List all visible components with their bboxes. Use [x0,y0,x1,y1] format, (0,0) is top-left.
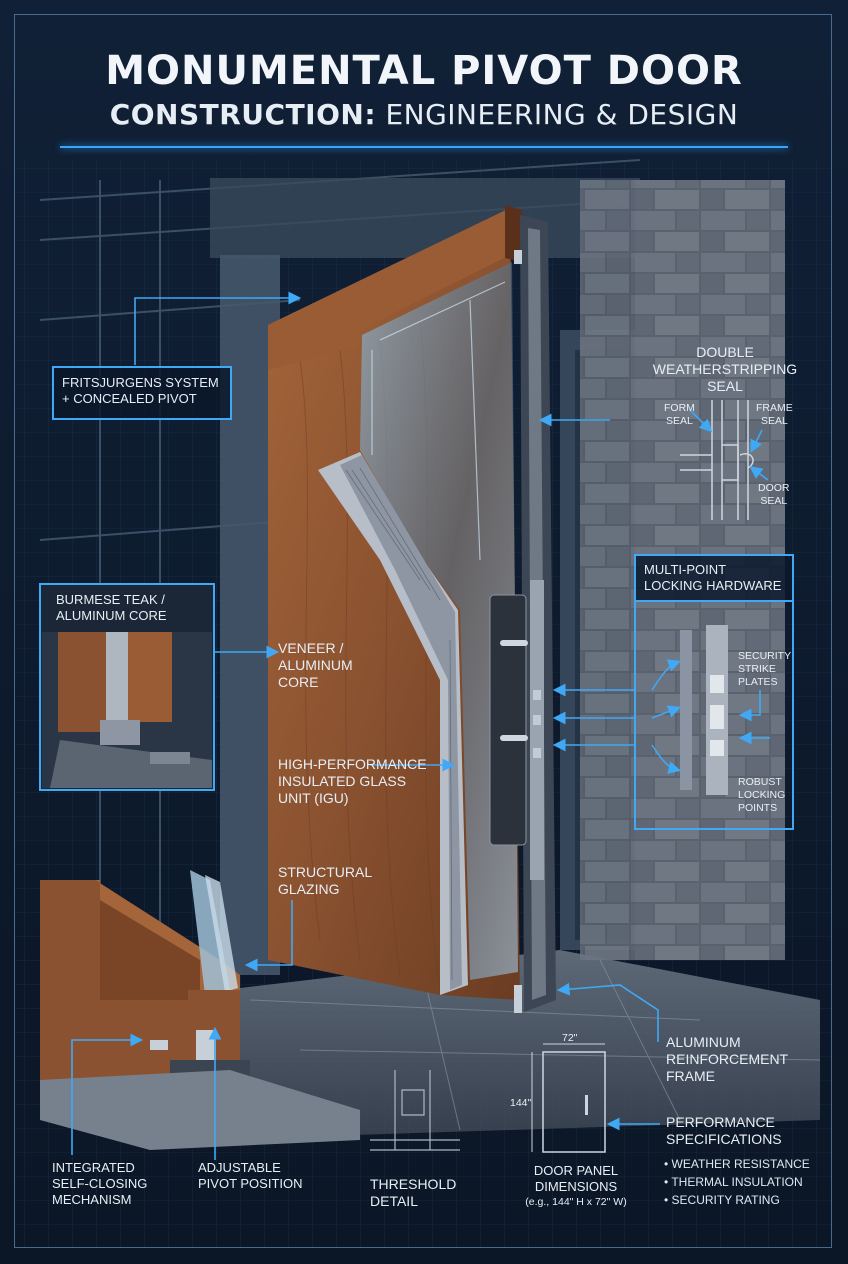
aluminum-frame-label: ALUMINUM REINFORCEMENT FRAME [666,1034,789,1084]
burmese-teak-label: BURMESE TEAK / ALUMINUM CORE [56,592,167,623]
self-closing-label: INTEGRATED SELF-CLOSING MECHANISM [52,1160,148,1207]
performance-list: WEATHER RESISTANCE THERMAL INSULATION SE… [664,1155,810,1209]
performance-item: WEATHER RESISTANCE [664,1155,810,1173]
fritsjurgens-label: FRITSJURGENS SYSTEM + CONCEALED PIVOT [62,375,219,406]
title-underline [60,146,788,148]
performance-item: THERMAL INSULATION [664,1173,810,1191]
locking-detail-drawing [680,625,728,795]
title-line-2-strong: CONSTRUCTION: [109,98,377,131]
strike-plates-label: SECURITY STRIKE PLATES [738,650,792,688]
title-line-2-rest: ENGINEERING & DESIGN [376,98,739,131]
performance-item: SECURITY RATING [664,1191,810,1209]
threshold-label: THRESHOLD DETAIL [370,1176,457,1209]
title-line-1: MONUMENTAL PIVOT DOOR [105,48,743,94]
fritsjurgens-box [52,366,232,420]
panel-dimensions-label: DOOR PANEL DIMENSIONS [533,1163,619,1194]
dimension-height: 144" [510,1097,532,1109]
threshold-drawing [370,1070,460,1151]
weatherstripping-label: DOUBLE WEATHERSTRIPPING SEAL [652,344,798,394]
form-seal-label: FORM SEAL [664,402,695,427]
poster-border [14,14,832,1248]
sill-section-detail [40,870,360,1150]
frame-seal-label: FRAME SEAL [756,402,793,427]
inset-teak-section [39,583,215,791]
locking-detail-box [634,600,794,830]
panel-dimensions-note: (e.g., 144" H x 72" W) [525,1196,627,1208]
multipoint-label: MULTI-POINT LOCKING HARDWARE [644,562,782,593]
panel-dimension-drawing [531,1043,606,1153]
seal-detail-drawing [680,400,754,520]
title-line-2: CONSTRUCTION: ENGINEERING & DESIGN [0,98,848,131]
veneer-label: VENEER / ALUMINUM CORE [278,640,353,690]
dimension-width: 72" [562,1032,578,1044]
performance-label: PERFORMANCE SPECIFICATIONS [666,1114,782,1147]
door-seal-label: DOOR SEAL [758,482,790,507]
igu-label: HIGH-PERFORMANCE INSULATED GLASS UNIT (I… [278,756,427,806]
pivot-position-label: ADJUSTABLE PIVOT POSITION [198,1160,303,1191]
structural-glazing-label: STRUCTURAL GLAZING [278,864,373,897]
multipoint-box [634,554,794,602]
locking-points-label: ROBUST LOCKING POINTS [738,776,786,814]
callout-lines [71,291,770,1160]
